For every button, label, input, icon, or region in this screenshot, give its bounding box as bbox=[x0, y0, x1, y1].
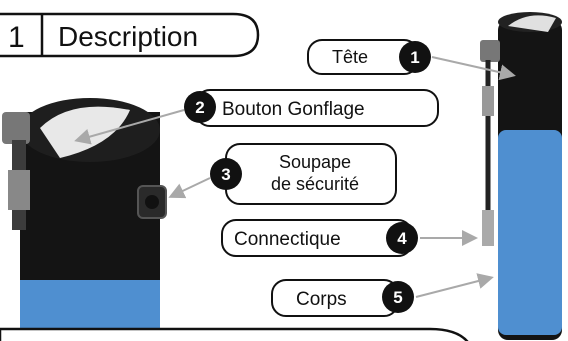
label-bouton-number: 2 bbox=[195, 98, 204, 117]
bottom-banner bbox=[0, 327, 469, 341]
label-soupape-number: 3 bbox=[221, 165, 230, 184]
label-corps-number: 5 bbox=[393, 288, 402, 307]
label-tete-number: 1 bbox=[410, 48, 419, 67]
label-bouton-gonflage: 2 Bouton Gonflage bbox=[74, 89, 439, 145]
label-tete: Tête 1 bbox=[307, 39, 516, 81]
label-soupape: 3 Soupape de sécurité bbox=[168, 143, 397, 205]
label-connectique-number: 4 bbox=[397, 229, 407, 248]
label-connectique: Connectique 4 bbox=[221, 219, 478, 257]
section-number: 1 bbox=[8, 21, 25, 54]
label-connectique-text: Connectique bbox=[234, 229, 341, 250]
large-tank-illustration bbox=[2, 98, 167, 341]
label-soupape-line2: de sécurité bbox=[271, 174, 359, 194]
label-tete-text: Tête bbox=[332, 47, 368, 67]
label-corps: Corps 5 bbox=[271, 273, 494, 317]
section-header: 1 Description bbox=[0, 12, 260, 58]
label-bouton-text: Bouton Gonflage bbox=[222, 99, 365, 120]
small-tank-illustration bbox=[480, 12, 562, 340]
label-soupape-line1: Soupape bbox=[279, 152, 351, 172]
section-title: Description bbox=[58, 21, 198, 52]
valve-icon bbox=[2, 112, 30, 144]
label-corps-text: Corps bbox=[296, 289, 347, 310]
connector-icon bbox=[482, 210, 494, 246]
